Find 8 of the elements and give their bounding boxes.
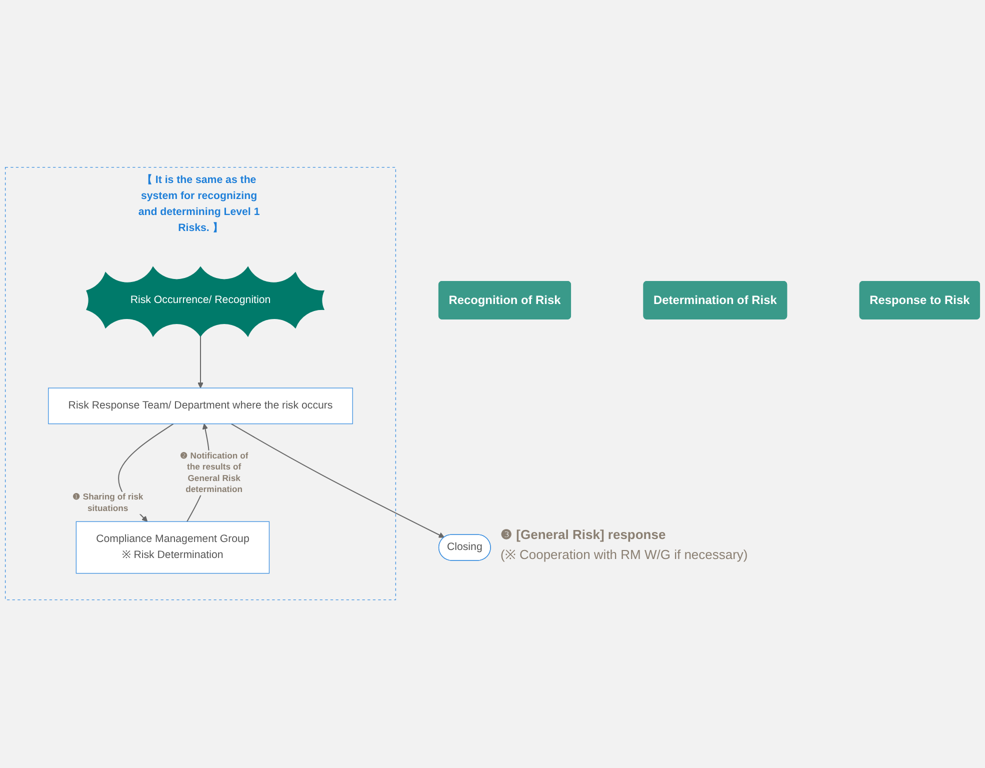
arrow — [230, 424, 445, 538]
node-box: Compliance Management Group ※ Risk Determination — [76, 522, 270, 574]
node-note: ❸ [General Risk] response — [500, 526, 666, 542]
edge-label: ❷ Notification of the results of General Risk determination — [180, 450, 248, 494]
edge-label: ❶ Sharing of risk situations — [72, 492, 144, 514]
node-note: (※ Cooperation with RM W/G if necessary) — [500, 546, 748, 563]
node-box: Risk Response Team/ Department where the risk occurs — [48, 388, 353, 425]
arrow — [198, 334, 204, 389]
